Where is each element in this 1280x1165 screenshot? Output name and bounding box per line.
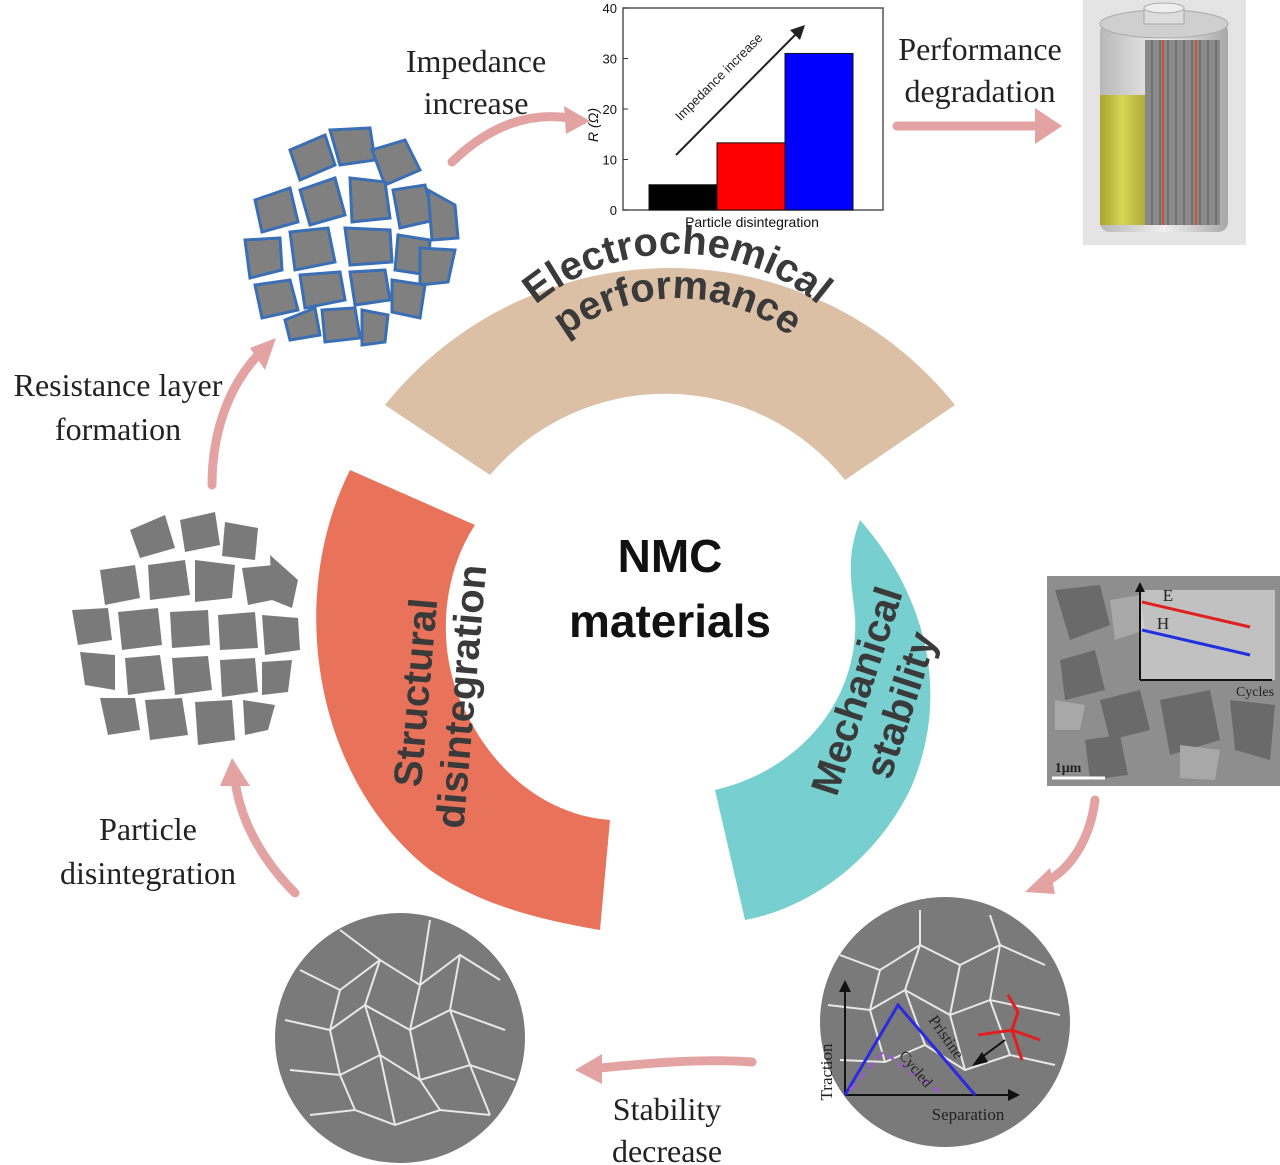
- arrow-dense-to-fragmented: [220, 758, 300, 898]
- particle-dense: [275, 913, 525, 1163]
- particle-fragmented: [72, 512, 300, 745]
- e-label: E: [1163, 586, 1173, 605]
- label-stability-line2: decrease: [612, 1133, 722, 1165]
- bar-chart-yaxis: 0 10 20 30 40: [603, 1, 628, 218]
- bar-chart-ylabel: R (Ω): [585, 108, 601, 142]
- traction-axis-label: Traction: [817, 1043, 836, 1100]
- battery-cell-picture: [1083, 0, 1246, 245]
- separation-axis-label: Separation: [932, 1105, 1005, 1124]
- label-stability-line1: Stability: [613, 1091, 721, 1127]
- bar-chart-bars: [648, 52, 854, 211]
- micrograph-panel: E H Cycles 1μm: [1047, 576, 1280, 786]
- arrow-chart-to-battery: [892, 108, 1062, 144]
- segment-left-shape: [316, 470, 610, 930]
- bar-chart-ytick-label: 0: [610, 203, 617, 218]
- scale-bar-label: 1μm: [1055, 761, 1082, 776]
- bar-chart-bar: [784, 52, 854, 211]
- bar-chart-ytick-label: 20: [603, 102, 617, 117]
- segment-top-shape: [385, 268, 955, 480]
- label-performance-line2: degradation: [904, 73, 1055, 109]
- cycled-curve: [849, 1050, 941, 1094]
- bar-chart-bar: [716, 142, 786, 211]
- pristine-curve: [843, 1002, 977, 1096]
- bar-chart-ytick-label: 30: [603, 52, 617, 67]
- center-title-line1: NMC: [618, 530, 723, 582]
- e-curve: [1141, 600, 1251, 629]
- label-resistance-line2: formation: [55, 411, 181, 447]
- bar-chart-bar: [648, 184, 718, 211]
- label-resistance-line1: Resistance layer: [14, 367, 223, 403]
- segment-right-shape: [715, 520, 931, 920]
- label-impedance-line2: increase: [424, 85, 529, 121]
- bar-chart-xlabel: Particle disintegration: [685, 214, 819, 230]
- bar-chart-ytick-label: 40: [603, 1, 617, 16]
- h-label: H: [1157, 614, 1169, 633]
- label-particle-line1: Particle: [99, 811, 197, 847]
- particle-cracked: Traction Separation Pristine Cycled: [817, 897, 1070, 1147]
- crack-lines: [977, 994, 1041, 1061]
- bar-chart-ytick-label: 10: [603, 153, 617, 168]
- arrow-crack-to-dense: [575, 1054, 757, 1084]
- segment-structural: Structural disintegration: [316, 470, 610, 930]
- h-curve: [1141, 628, 1251, 657]
- center-title-line2: materials: [569, 595, 771, 647]
- label-performance-line1: Performance: [898, 31, 1061, 67]
- bar-chart-trend-arrow: [675, 29, 801, 156]
- arrow-micrograph-to-crack: [1025, 795, 1100, 894]
- label-particle-line2: disintegration: [60, 855, 236, 891]
- arrow-impedance-to-chart: [447, 106, 590, 167]
- segment-mechanical: Mechanical stability: [715, 520, 946, 920]
- particle-coated-fragments: [243, 126, 460, 347]
- segment-electrochemical: Electrochemical performance: [385, 218, 955, 480]
- cycles-label: Cycles: [1236, 685, 1274, 700]
- label-impedance-line1: Impedance: [406, 43, 546, 79]
- arrow-fragmented-to-coated: [207, 338, 276, 490]
